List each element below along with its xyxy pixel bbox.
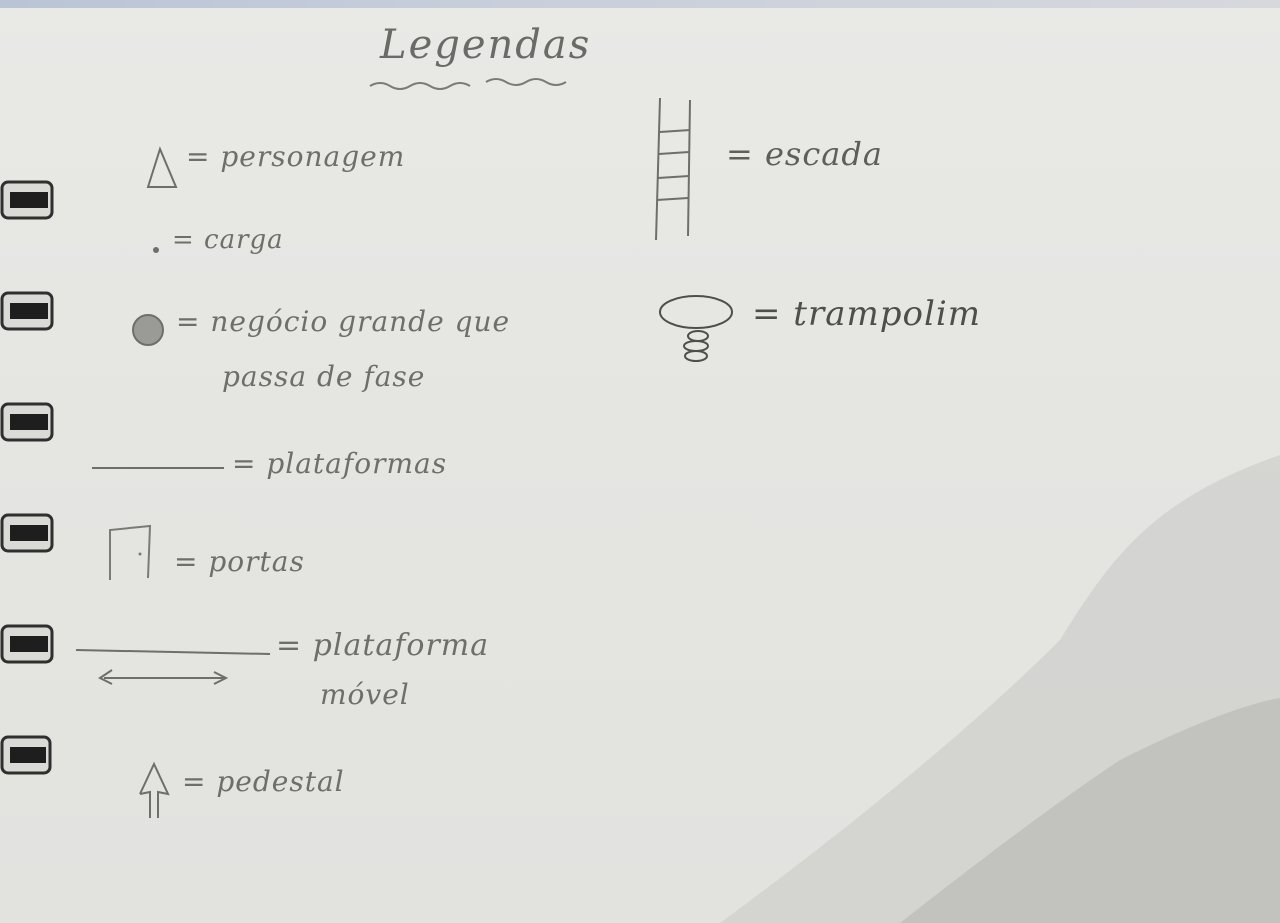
legend-escada: = escada xyxy=(726,135,883,173)
legend-negocio: = negócio grande que xyxy=(176,305,511,338)
title-underline xyxy=(369,78,567,90)
legend-plataformas: = plataformas xyxy=(232,447,448,480)
pedestal-icon xyxy=(139,761,170,818)
legend-personagem: = personagem xyxy=(186,140,406,173)
platform-line-icon xyxy=(92,467,224,469)
page-title: Legendas xyxy=(380,22,592,68)
legend-plataforma-movel: = plataforma xyxy=(276,628,490,663)
legend-pedestal: = pedestal xyxy=(182,765,345,798)
big-circle-icon xyxy=(132,314,164,346)
legend-trampolim: = trampolim xyxy=(752,294,981,334)
legend-plataforma-movel-line2: móvel xyxy=(320,678,410,711)
door-icon xyxy=(109,524,152,580)
moving-platform-icon xyxy=(75,649,271,685)
legend-carga: = carga xyxy=(172,225,284,255)
legend-negocio-line2: passa de fase xyxy=(222,360,426,393)
dot-cargo-icon xyxy=(153,247,159,253)
triangle-character-icon xyxy=(146,146,178,188)
legend-portas: = portas xyxy=(174,545,305,578)
page-top-edge xyxy=(0,0,1280,8)
spiral-binding xyxy=(0,180,54,775)
ladder-icon xyxy=(655,97,691,241)
trampoline-icon xyxy=(659,295,733,362)
